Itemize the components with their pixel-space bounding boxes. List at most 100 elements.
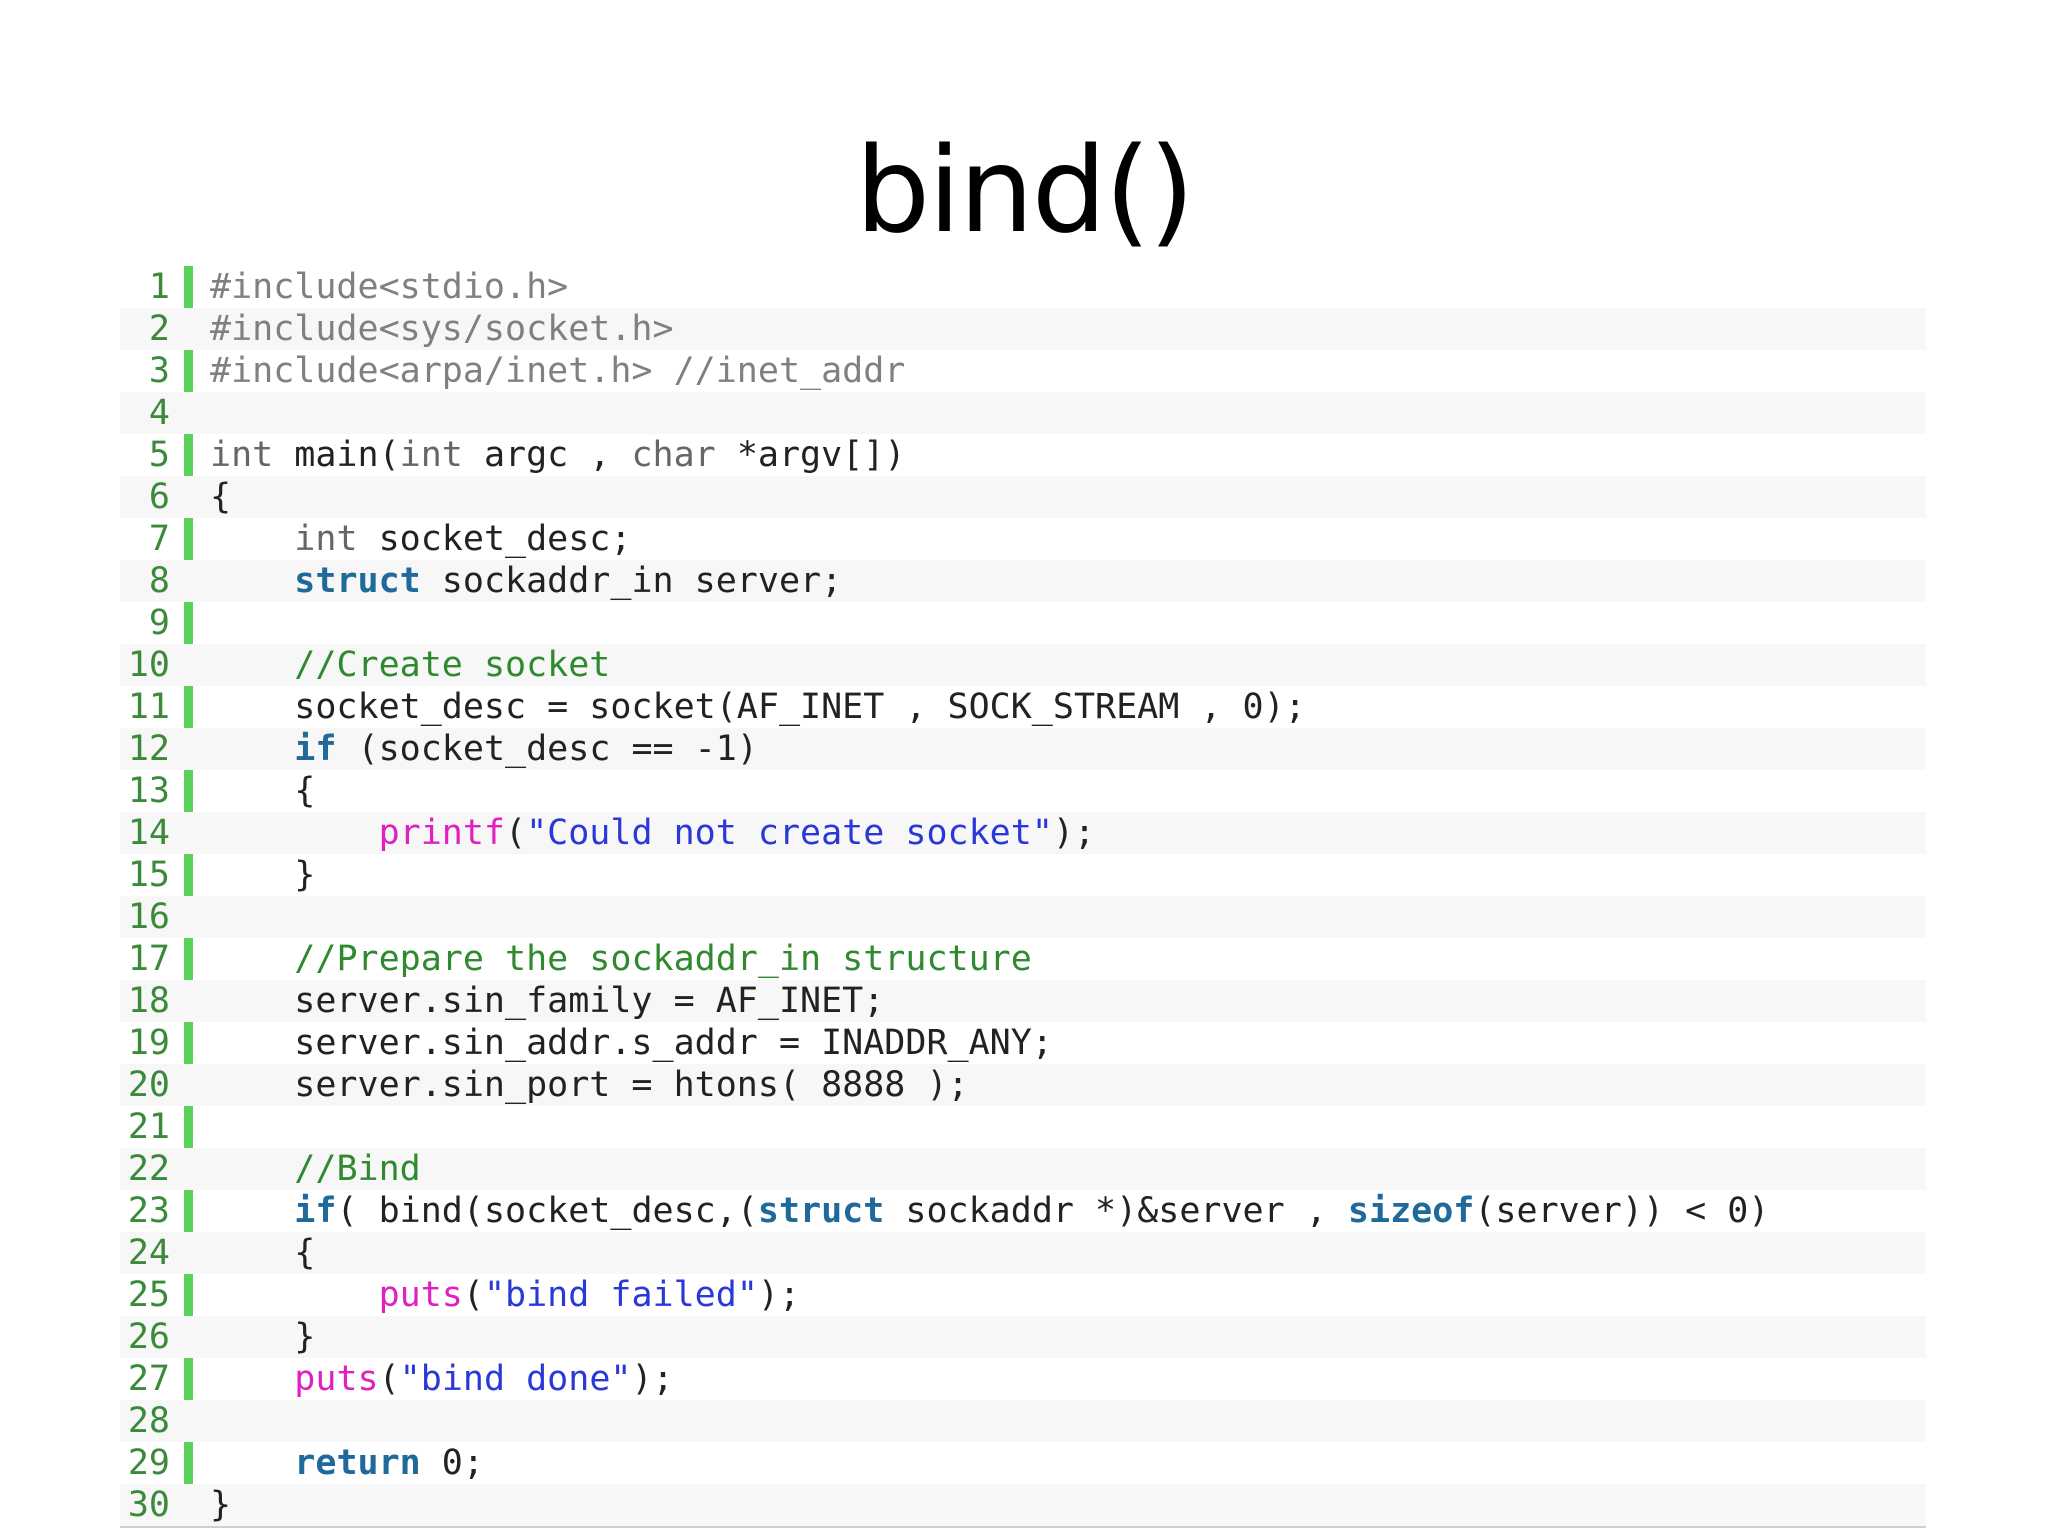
code-token: { (210, 477, 232, 517)
code-token: #include<sys/socket.h> (210, 309, 674, 349)
line-code: server.sin_family = AF_INET; (210, 980, 884, 1022)
line-code: //Create socket (210, 644, 610, 686)
line-number: 16 (127, 897, 170, 937)
line-code: { (210, 1232, 315, 1274)
code-token: ( (378, 1359, 400, 1399)
code-token: #include<stdio.h> (210, 267, 569, 307)
line-number: 7 (148, 519, 170, 559)
code-token: puts (294, 1359, 379, 1399)
line-code: server.sin_addr.s_addr = INADDR_ANY; (210, 1022, 1053, 1064)
code-line: 20 server.sin_port = htons( 8888 ); (120, 1064, 1926, 1106)
code-token (210, 561, 294, 601)
code-line: 21 (120, 1106, 1926, 1148)
line-number: 3 (148, 351, 170, 391)
code-token: ( (505, 813, 527, 853)
code-token: socket_desc; (357, 519, 632, 559)
line-number: 1 (148, 267, 170, 307)
code-token: ); (1052, 813, 1096, 853)
code-line: 8 struct sockaddr_in server; (120, 560, 1926, 602)
code-token: ); (631, 1359, 674, 1399)
line-code: } (210, 1316, 315, 1358)
code-token (210, 729, 294, 769)
code-line: 25 puts("bind failed"); (120, 1274, 1926, 1316)
code-token: ( bind(socket_desc,( (336, 1191, 758, 1231)
line-number: 5 (148, 435, 170, 475)
code-token: //Create socket (294, 645, 611, 685)
line-code: return 0; (210, 1442, 484, 1484)
line-number: 6 (148, 477, 170, 517)
code-token: #include<arpa/inet.h> //inet_addr (210, 351, 906, 391)
line-number: 9 (148, 603, 170, 643)
code-line: 22 //Bind (120, 1148, 1926, 1190)
line-code: puts("bind failed"); (210, 1274, 800, 1316)
line-number: 28 (127, 1401, 170, 1441)
code-token: if (294, 729, 337, 769)
line-number: 26 (127, 1317, 170, 1357)
code-token: argc , (462, 435, 632, 475)
code-token: server.sin_family = AF_INET; (210, 981, 885, 1021)
code-line: 2 #include<sys/socket.h> (120, 308, 1926, 350)
code-token: "Could not create socket" (526, 813, 1053, 853)
code-line: 26 } (120, 1316, 1926, 1358)
line-number: 11 (127, 687, 170, 727)
code-token: ( (462, 1275, 484, 1315)
line-code: #include<arpa/inet.h> //inet_addr (210, 350, 905, 392)
code-token: return (294, 1443, 421, 1483)
code-token: sockaddr *)&server , (884, 1191, 1348, 1231)
line-number: 10 (127, 645, 170, 685)
code-line: 29 return 0; (120, 1442, 1926, 1484)
code-token: printf (378, 813, 506, 853)
line-code: #include<stdio.h> (210, 266, 568, 308)
code-token: int (399, 435, 463, 475)
line-number: 27 (127, 1359, 170, 1399)
code-line: 3 #include<arpa/inet.h> //inet_addr (120, 350, 1926, 392)
line-code: socket_desc = socket(AF_INET , SOCK_STRE… (210, 686, 1306, 728)
code-token: server.sin_port = htons( 8888 ); (210, 1065, 969, 1105)
code-token: "bind done" (399, 1359, 632, 1399)
code-token: } (210, 1485, 232, 1525)
code-token (210, 939, 294, 979)
code-token: server.sin_addr.s_addr = INADDR_ANY; (210, 1023, 1053, 1063)
code-line: 16 (120, 896, 1926, 938)
code-token: { (210, 771, 316, 811)
line-number: 30 (127, 1485, 170, 1525)
code-token: socket_desc = socket(AF_INET , SOCK_STRE… (210, 687, 1306, 727)
code-line: 1 #include<stdio.h> (120, 266, 1926, 308)
line-number: 8 (148, 561, 170, 601)
code-line: 4 (120, 392, 1926, 434)
line-code: int main(int argc , char *argv[]) (210, 434, 905, 476)
line-number: 13 (127, 771, 170, 811)
code-token (210, 813, 379, 853)
line-code: if( bind(socket_desc,(struct sockaddr *)… (210, 1190, 1769, 1232)
code-token: struct (294, 561, 421, 601)
code-line: 18 server.sin_family = AF_INET; (120, 980, 1926, 1022)
code-line: 24 { (120, 1232, 1926, 1274)
code-line: 19 server.sin_addr.s_addr = INADDR_ANY; (120, 1022, 1926, 1064)
code-token (210, 1443, 294, 1483)
code-token: *argv[]) (715, 435, 906, 475)
code-line: 7 int socket_desc; (120, 518, 1926, 560)
line-number: 20 (127, 1065, 170, 1105)
line-number: 2 (148, 309, 170, 349)
code-token: puts (378, 1275, 463, 1315)
code-line: 14 printf("Could not create socket"); (120, 812, 1926, 854)
code-token: "bind failed" (483, 1275, 758, 1315)
line-number: 17 (127, 939, 170, 979)
line-number: 25 (127, 1275, 170, 1315)
code-token: //Prepare the sockaddr_in structure (294, 939, 1032, 979)
line-code: printf("Could not create socket"); (210, 812, 1095, 854)
code-line: 23 if( bind(socket_desc,(struct sockaddr… (120, 1190, 1926, 1232)
code-token: } (210, 1317, 316, 1357)
line-number: 15 (127, 855, 170, 895)
code-token (210, 1191, 294, 1231)
code-token (210, 1275, 379, 1315)
code-token (210, 519, 294, 559)
code-line: 13 { (120, 770, 1926, 812)
line-code: } (210, 1484, 231, 1526)
code-line: 6{ (120, 476, 1926, 518)
line-code: struct sockaddr_in server; (210, 560, 842, 602)
line-number: 29 (127, 1443, 170, 1483)
code-token: { (210, 1233, 316, 1273)
code-token: ); (757, 1275, 801, 1315)
code-line: 17 //Prepare the sockaddr_in structure (120, 938, 1926, 980)
